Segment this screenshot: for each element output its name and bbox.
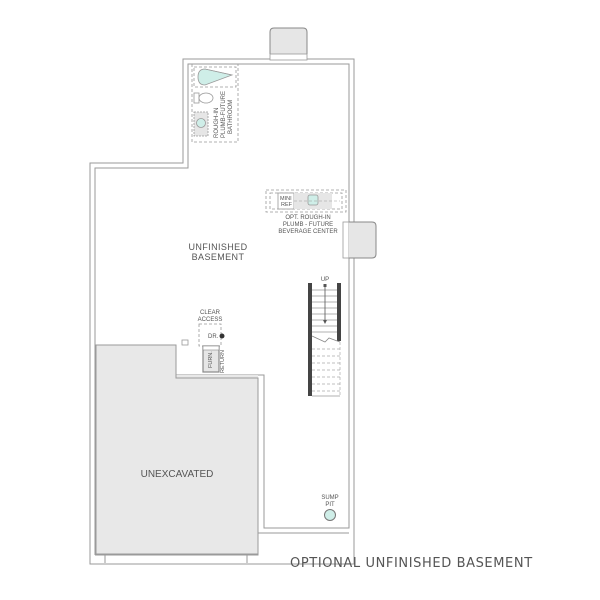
unfinished-basement-label: UNFINISHED BASEMENT: [188, 242, 247, 262]
window-well-top: [269, 27, 308, 61]
mechanical-area: CLEAR ACCESS DR. FURN. RETURN: [181, 310, 226, 373]
svg-text:BEVERAGE CENTER: BEVERAGE CENTER: [278, 229, 338, 235]
svg-text:PIT: PIT: [325, 502, 335, 508]
svg-text:PLUMB - FUTURE: PLUMB - FUTURE: [283, 222, 333, 228]
beverage-center: MINI REF OPT. ROUGH-IN PLUMB - FUTURE BE…: [265, 189, 347, 235]
sump-pit: SUMP PIT: [321, 495, 339, 521]
plan-title: OPTIONAL UNFINISHED BASEMENT: [290, 556, 533, 571]
window-well-right: [342, 221, 377, 259]
svg-text:ACCESS: ACCESS: [198, 317, 223, 323]
floor-drain-label: DR.: [208, 334, 219, 340]
beverage-note: OPT. ROUGH-IN: [285, 215, 330, 221]
staircase: UP: [308, 277, 341, 397]
unexcavated-area: UNEXCAVATED: [95, 344, 259, 563]
sump-pit-icon: [324, 509, 336, 521]
svg-text:UNFINISHED: UNFINISHED: [188, 242, 247, 252]
toilet-icon: [193, 92, 214, 104]
floor-drain-icon: [219, 333, 225, 339]
svg-text:ROUGH-IN: ROUGH-IN: [214, 108, 220, 138]
svg-text:REF: REF: [281, 202, 293, 208]
sink-icon: [193, 111, 209, 137]
svg-text:CLEAR: CLEAR: [200, 310, 221, 316]
mini-ref-label: MINI: [280, 196, 292, 202]
svg-text:RETURN: RETURN: [220, 350, 226, 373]
svg-text:PLUMB-FUTURE: PLUMB-FUTURE: [221, 91, 227, 138]
stairs-up-label: UP: [321, 277, 329, 283]
svg-text:FURN.: FURN.: [208, 351, 214, 368]
svg-text:BATHROOM: BATHROOM: [228, 100, 234, 134]
bathroom-note: ROUGH-IN PLUMB-FUTURE BATHROOM: [214, 91, 234, 138]
bar-sink-icon: [307, 194, 319, 206]
unexcavated-label: UNEXCAVATED: [141, 469, 214, 480]
svg-text:BASEMENT: BASEMENT: [192, 252, 245, 262]
rough-in-bathroom: ROUGH-IN PLUMB-FUTURE BATHROOM: [191, 63, 239, 143]
svg-text:SUMP: SUMP: [321, 495, 338, 501]
